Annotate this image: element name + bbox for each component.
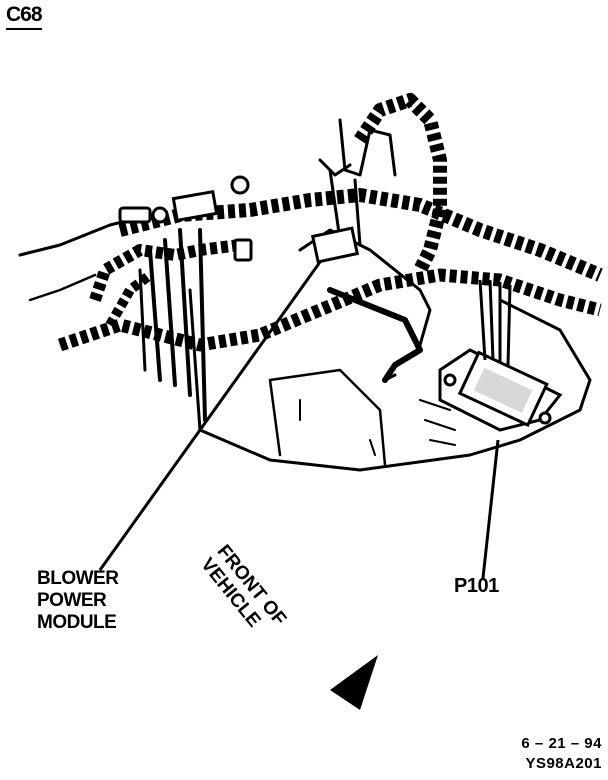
wiring-harness-left-loop [89, 239, 241, 302]
wiring-harness-upper-loop [354, 93, 447, 274]
upper-fitting [338, 118, 397, 177]
callout-line-2: POWER [37, 590, 107, 611]
direction-arrow-icon [330, 655, 378, 710]
p101-leader-line [481, 439, 500, 579]
wiring-harness-lower [57, 268, 602, 352]
blower-power-module-label: BLOWER POWER MODULE [37, 568, 119, 634]
p101-connector [438, 348, 563, 432]
footer-date: 6 – 21 – 94 [521, 735, 602, 752]
p101-label: P101 [454, 575, 499, 597]
footer: 6 – 21 – 94 YS98A201 [521, 734, 602, 774]
p101-wires [478, 279, 512, 366]
footer-code: YS98A201 [525, 755, 602, 772]
figure-id: C68 [6, 2, 43, 30]
housing-outline [188, 288, 592, 472]
wiring-harness-main [118, 188, 603, 282]
vertical-pipes [148, 228, 207, 422]
callout-line-1: BLOWER [37, 568, 119, 589]
housing-hatching [299, 399, 456, 456]
callout-line-3: MODULE [37, 612, 117, 633]
blower-leader-line [98, 261, 322, 571]
blower-power-module-body [310, 226, 360, 264]
housing-panel [268, 368, 387, 467]
